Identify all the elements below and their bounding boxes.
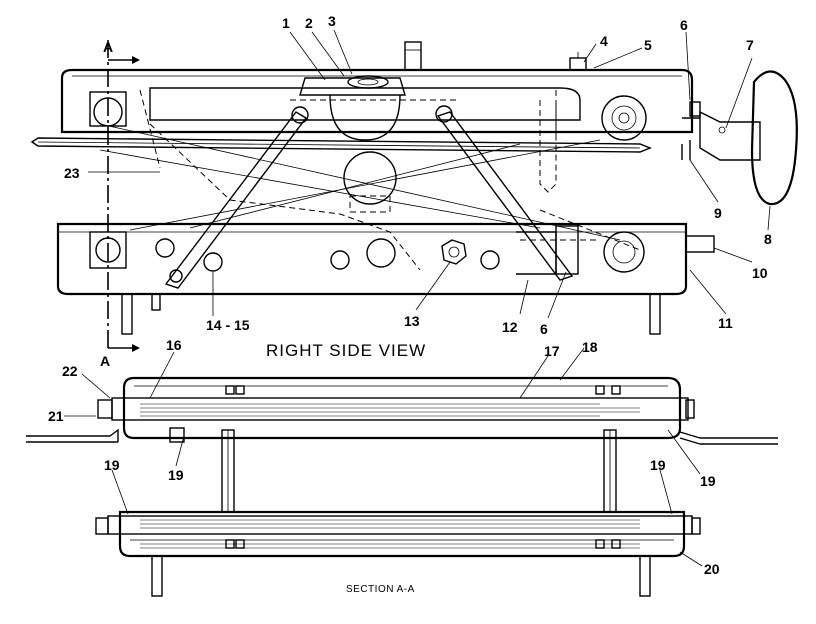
section-posts xyxy=(221,429,617,513)
upper-mechanism xyxy=(299,41,587,141)
callout-10: 10 xyxy=(752,265,768,281)
callout-18: 18 xyxy=(582,339,598,355)
callout-7: 7 xyxy=(746,37,754,53)
callout-8: 8 xyxy=(764,231,772,247)
callout-21: 21 xyxy=(48,408,64,424)
callout-9: 9 xyxy=(714,205,722,221)
callout-22: 22 xyxy=(62,363,78,379)
section-mark-top: A xyxy=(103,39,113,55)
leader-lines-top xyxy=(88,29,771,319)
callout-12: 12 xyxy=(502,319,518,335)
callout-11: 11 xyxy=(718,315,733,331)
hidden-lines xyxy=(139,89,641,271)
callout-2: 2 xyxy=(305,15,313,31)
callout-20: 20 xyxy=(704,561,720,577)
callout-23: 23 xyxy=(64,165,80,181)
section-line-aa: A A xyxy=(100,39,140,369)
callout-5: 5 xyxy=(644,37,652,53)
callout-17: 17 xyxy=(544,343,560,359)
callout-19-right-upper: 19 xyxy=(700,473,716,489)
callout-14-15: 14 - 15 xyxy=(206,317,250,333)
section-lower-assembly xyxy=(95,510,701,597)
callout-19-left-upper: 19 xyxy=(168,467,184,483)
right-side-view-caption: RIGHT SIDE VIEW xyxy=(266,341,426,360)
callout-1: 1 xyxy=(282,15,290,31)
callout-6-bottom: 6 xyxy=(540,321,548,337)
section-mark-bottom: A xyxy=(100,353,110,369)
slide-plate xyxy=(30,137,652,153)
callout-16: 16 xyxy=(166,337,182,353)
callout-4: 4 xyxy=(600,33,608,49)
callout-13: 13 xyxy=(404,313,420,329)
callout-6-top: 6 xyxy=(680,17,688,33)
crank-handle xyxy=(681,70,798,206)
section-aa-caption: SECTION A-A xyxy=(346,584,415,595)
callout-19-left-lower: 19 xyxy=(104,457,120,473)
leader-lines-section xyxy=(64,347,703,567)
callout-19-right-lower: 19 xyxy=(650,457,666,473)
section-upper-assembly xyxy=(26,376,778,445)
scissor-arms xyxy=(99,105,621,289)
callout-3: 3 xyxy=(328,13,336,29)
